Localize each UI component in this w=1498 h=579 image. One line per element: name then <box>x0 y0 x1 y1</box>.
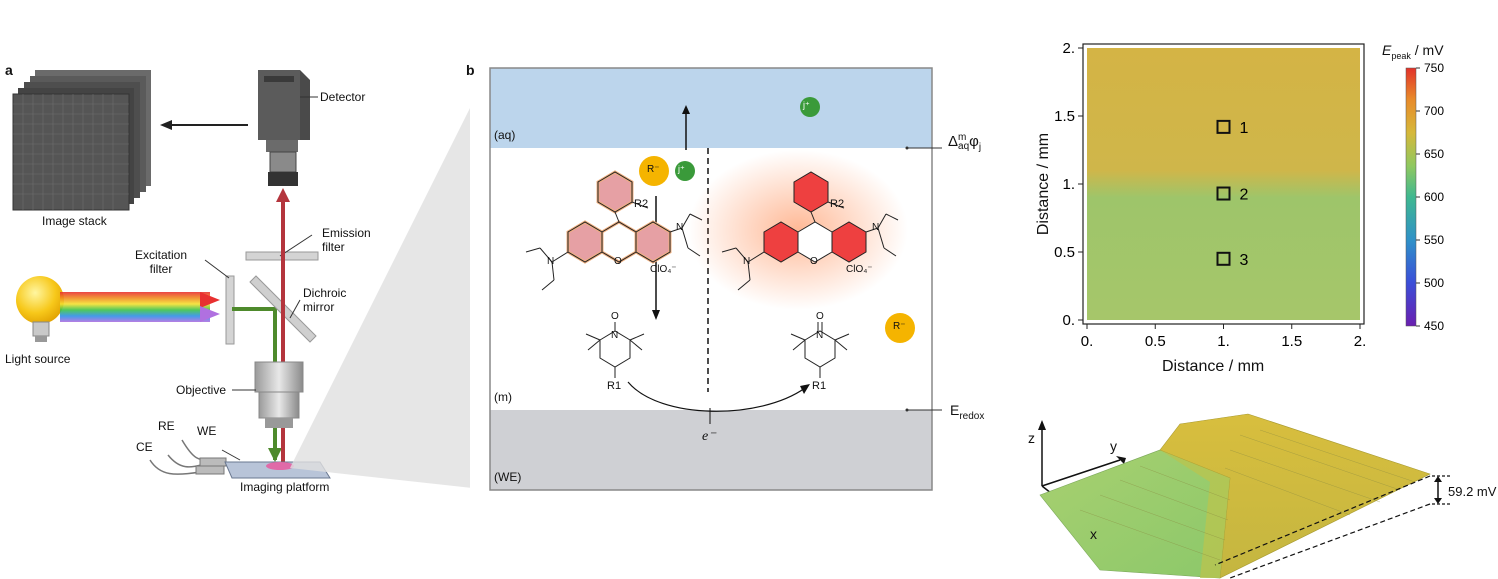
colorbar-title: Epeak / mV <box>1382 42 1444 61</box>
colorbar-tick-label: 450 <box>1424 319 1444 333</box>
imaging-platform-label: Imaging platform <box>240 480 330 494</box>
x-tick-label: 1. <box>1217 333 1230 350</box>
ce-label: CE <box>136 440 153 454</box>
tempo-o-left: O <box>611 311 619 322</box>
tempo-n-left: N <box>611 330 619 341</box>
roi-marker-label: 1 <box>1240 120 1249 137</box>
surface-3d-plot <box>1038 413 1450 579</box>
colorbar-tick-label: 700 <box>1424 104 1444 118</box>
light-source-label: Light source <box>5 352 71 366</box>
perchlorate-label-left: ClO₄⁻ <box>650 264 677 275</box>
detector-icon <box>258 70 310 186</box>
r1-label-left: R1 <box>607 380 622 392</box>
panel-c: 0. 0.5 1. 1.5 2. 0. 0.5 1. 1.5 2. 1 2 3 750 700 650 60… <box>1020 0 1498 400</box>
x-tick-label: 0. <box>1081 333 1094 350</box>
redox-label: Eredox <box>950 402 985 422</box>
panel-d: z y x 59.2 mV <box>1020 400 1498 579</box>
rhodamine-molecule-left <box>525 170 703 291</box>
panel-a: a <box>0 0 470 579</box>
r2-label-left: R2 <box>634 198 649 210</box>
ion-j-label-aq: j⁺ <box>803 100 810 110</box>
colorbar <box>1405 67 1417 327</box>
heatmap-ylabel: Distance / mm <box>1035 132 1052 236</box>
r1-label-right: R1 <box>812 380 827 392</box>
step-height-label: 59.2 mV <box>1448 484 1497 499</box>
ion-j-label-m: j⁺ <box>678 164 685 174</box>
y-tick-label: 2. <box>1062 40 1075 57</box>
axis-z-label: z <box>1028 430 1035 446</box>
r2-label-right: R2 <box>830 198 845 210</box>
axis-x-label: x <box>1090 526 1097 542</box>
roi-marker-label: 2 <box>1240 187 1249 204</box>
n-label-right-b: N <box>872 222 880 233</box>
x-tick-label: 2. <box>1354 333 1367 350</box>
heatmap-surface <box>1087 48 1360 320</box>
dichroic-mirror-label: Dichroic mirror <box>303 286 347 314</box>
n-label-left-a: N <box>547 256 555 267</box>
tempo-oxoammonium-molecule <box>790 322 850 378</box>
panel-b-letter: b <box>466 62 475 78</box>
colorbar-tick-label: 600 <box>1424 190 1444 204</box>
tempo-o-right: O <box>816 311 824 322</box>
rhodamine-molecule-right <box>721 171 899 291</box>
n-label-left-b: N <box>676 222 684 233</box>
colorbar-tick-label: 750 <box>1424 61 1444 75</box>
we-label: WE <box>197 424 217 438</box>
tempo-n-right: N <box>816 330 824 341</box>
n-label-right-a: N <box>743 256 751 267</box>
light-bulb-icon <box>16 276 64 342</box>
perchlorate-label-right: ClO₄⁻ <box>846 264 873 275</box>
phase-we-label: (WE) <box>494 470 522 484</box>
ion-j-circle-aq <box>800 97 820 117</box>
phase-m-label: (m) <box>494 390 512 404</box>
electrodes-icon <box>149 439 241 475</box>
emission-filter-label: Emission filter <box>322 226 371 254</box>
electron-label: e⁻ <box>702 429 716 444</box>
arrow-icon <box>160 120 248 130</box>
y-tick-label: 1. <box>1062 176 1075 193</box>
detector-label: Detector <box>320 90 366 104</box>
ion-j-circle-m <box>675 161 695 181</box>
o-label-right: O <box>810 256 818 267</box>
y-tick-label: 0. <box>1062 312 1075 329</box>
tempo-radical-molecule <box>585 322 645 378</box>
o-label-left: O <box>614 256 622 267</box>
phase-aq-label: (aq) <box>494 128 516 142</box>
colorbar-tick-label: 550 <box>1424 233 1444 247</box>
colorbar-tick-label: 650 <box>1424 147 1444 161</box>
y-tick-label: 0.5 <box>1054 244 1075 261</box>
ion-r-label-right: R⁻ <box>893 321 906 332</box>
ion-r-circle-m <box>639 156 669 186</box>
colorbar-tick-label: 500 <box>1424 276 1444 290</box>
x-tick-label: 0.5 <box>1145 333 1166 350</box>
heatmap-xlabel: Distance / mm <box>1162 358 1265 375</box>
ion-r-label-m: R⁻ <box>647 164 660 175</box>
re-label: RE <box>158 419 175 433</box>
objective-icon <box>254 361 304 428</box>
interface-schematic <box>489 67 942 491</box>
microscope-setup-diagram <box>12 70 470 488</box>
roi-marker <box>1216 251 1231 266</box>
x-tick-label: 1.5 <box>1281 333 1302 350</box>
image-stack-icon <box>12 70 151 211</box>
roi-marker <box>1216 119 1231 134</box>
excitation-filter-label: Excitation filter <box>135 248 188 276</box>
excitation-light-beam <box>60 292 220 322</box>
axis-y-label: y <box>1110 438 1117 454</box>
panel-a-letter: a <box>5 62 13 78</box>
ion-r-circle-right <box>885 313 915 343</box>
objective-label: Objective <box>176 383 227 397</box>
y-tick-label: 1.5 <box>1054 108 1075 125</box>
image-stack-label: Image stack <box>42 214 107 228</box>
epeak-heatmap: 0. 0.5 1. 1.5 2. 0. 0.5 1. 1.5 2. 1 2 3 750 700 650 60… <box>1054 40 1444 350</box>
roi-marker-label: 3 <box>1240 252 1249 269</box>
panel-b: b <box>466 0 1030 579</box>
roi-marker <box>1216 186 1231 201</box>
